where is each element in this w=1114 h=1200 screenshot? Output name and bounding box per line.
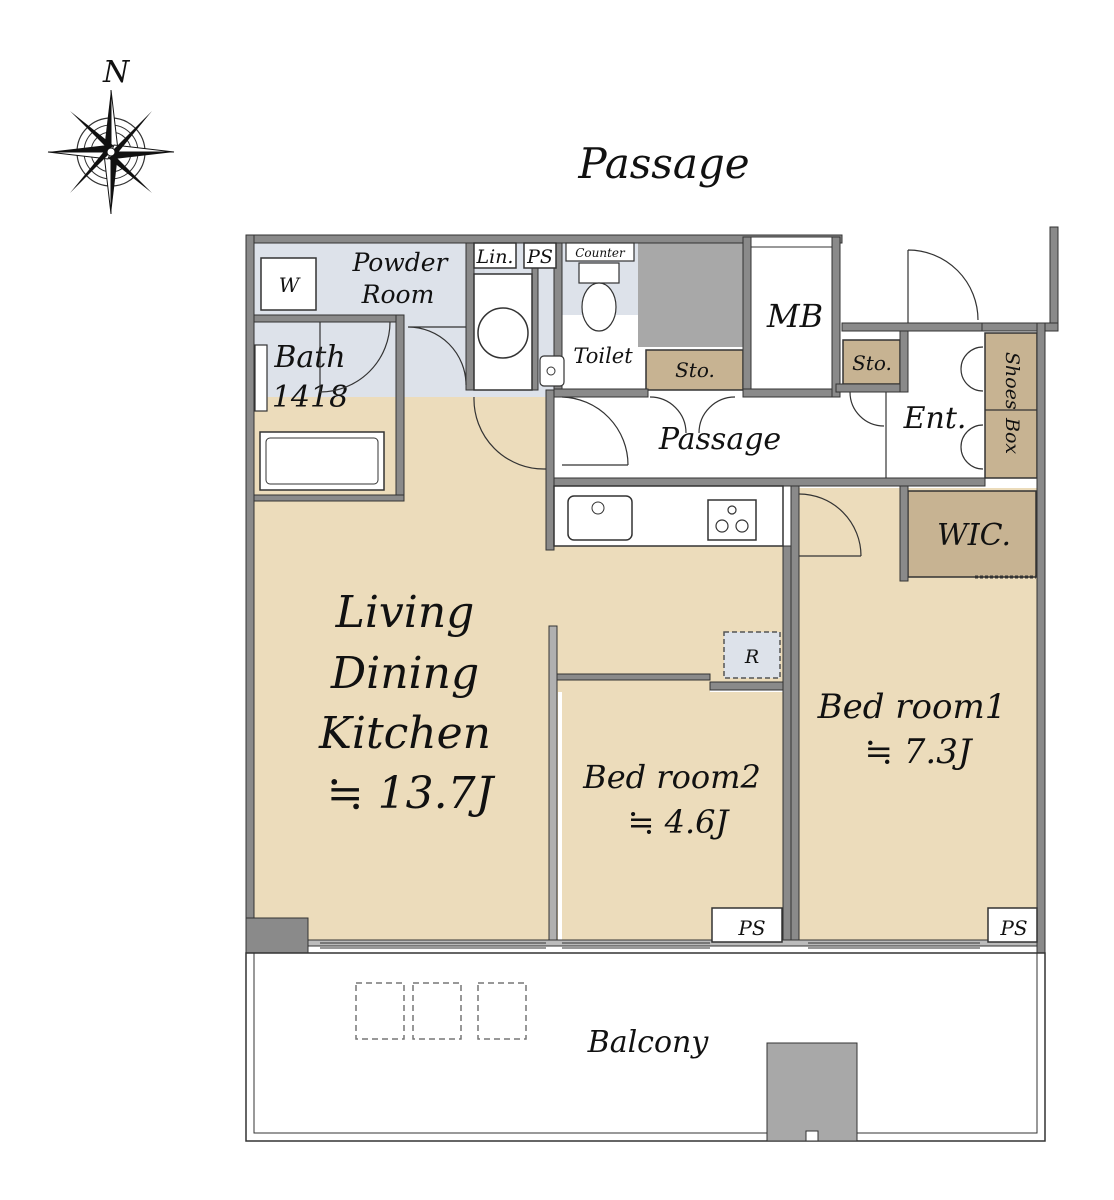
ps-bed2-label: PS: [737, 916, 765, 940]
bath-shelf: [254, 344, 268, 412]
ldk-size-label: ≒ 13.7J: [327, 768, 496, 819]
bath-floor: [254, 315, 404, 397]
ps-bed2-box: [711, 907, 783, 943]
washer-label: W: [279, 273, 301, 297]
bedroom1-label: Bed room1: [817, 687, 1007, 727]
balcony-area: [245, 952, 1046, 1142]
kitchen-sink-icon: [567, 495, 633, 541]
powder-room-label-2: Room: [361, 280, 435, 309]
refrigerator-label: R: [744, 646, 759, 668]
bath-label-2: 1418: [272, 380, 348, 415]
door-swings: [319, 249, 984, 557]
counter-label: Counter: [575, 246, 626, 260]
vanity-sink-icon: [477, 307, 529, 359]
ldk-label-3: Kitchen: [318, 708, 491, 759]
ps-bed1-label: PS: [999, 916, 1027, 940]
window-lines: [320, 942, 980, 949]
compass-icon: [47, 89, 175, 215]
ac-unit-2: [412, 982, 462, 1040]
ldk-label-2: Dining: [330, 648, 479, 699]
entrance-label: Ent.: [903, 401, 967, 436]
ldk-floor: [254, 397, 783, 942]
walk-in-closet: [907, 490, 1037, 578]
sto-left-label: Sto.: [675, 358, 715, 382]
ac-unit-3: [477, 982, 527, 1040]
shoes-box: [984, 332, 1038, 479]
powder-room-label-1: Powder: [351, 248, 449, 277]
ps-top-label: PS: [526, 246, 553, 268]
sto-right-label: Sto.: [852, 351, 892, 375]
toilet-bowl-icon: [581, 282, 617, 332]
bedroom2-floor: [562, 676, 783, 942]
linen-box: [473, 242, 517, 269]
wic-label: WIC.: [937, 518, 1011, 553]
stove-icon: [707, 499, 757, 541]
shoes-box-label-1: Shoes: [1001, 352, 1023, 410]
counter-box: [565, 242, 635, 262]
bedroom1-size-label: ≒ 7.3J: [865, 732, 974, 772]
shaft-block: [638, 237, 751, 347]
mb-label: MB: [766, 297, 823, 335]
ldk-label-1: Living: [335, 587, 475, 638]
balcony-label: Balcony: [587, 1025, 710, 1060]
balcony-shaft: [766, 1042, 858, 1142]
north-label: N: [102, 55, 131, 90]
bedroom2-size-label: ≒ 4.6J: [628, 803, 731, 841]
shoes-box-label-2: Box: [1001, 417, 1023, 454]
linen-label: Lin.: [476, 246, 514, 268]
passage-inner-label: Passage: [658, 422, 781, 457]
bath-label-1: Bath: [273, 340, 345, 375]
ac-unit-1: [355, 982, 405, 1040]
toilet-label: Toilet: [573, 344, 633, 368]
hand-sink-icon: [539, 355, 565, 387]
refrigerator-box: [723, 631, 781, 679]
ps-bed1-box: [987, 907, 1038, 943]
washer-box: [260, 257, 317, 311]
bathtub-icon: [259, 431, 385, 491]
toilet-tank-icon: [578, 262, 620, 284]
bedroom2-label: Bed room2: [582, 758, 761, 796]
passage-outer-label: Passage: [577, 139, 749, 188]
ps-top-box: [523, 242, 557, 269]
